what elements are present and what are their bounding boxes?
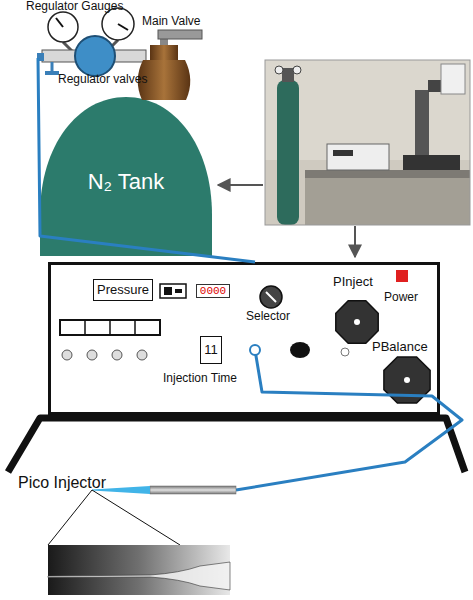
injector-box: Pico InjectorPressure000011 (48, 262, 440, 415)
pressure-display: Pressure (93, 279, 153, 301)
control-label: Injection Time (163, 372, 237, 386)
pinject-knob (336, 301, 378, 343)
photo-tank (277, 80, 299, 225)
pointer-arrow (218, 184, 263, 186)
photo-frame (265, 60, 470, 225)
photo-bench-front (305, 178, 470, 225)
needle-tip (92, 486, 150, 494)
pbalance-knob (384, 357, 430, 403)
photo-injector (327, 144, 389, 170)
injector-stand (8, 418, 465, 472)
power-light (396, 270, 408, 282)
output-hose (236, 350, 462, 490)
knob-center (404, 377, 410, 383)
photo-equipment (441, 64, 465, 94)
part-label: Regulator Gauges (26, 0, 123, 14)
photo-microscope (415, 90, 429, 170)
regulator-valve (45, 71, 59, 75)
button-bar (60, 320, 160, 335)
node-label: Pico Injector (18, 474, 106, 492)
bar-divider (84, 320, 86, 335)
panel-button (137, 350, 147, 360)
photo-microscope (428, 80, 455, 92)
node-label: 0000 (200, 285, 226, 297)
node-label: N₂ Tank (38, 170, 214, 194)
pointer-arrow (354, 226, 356, 257)
gas-hose (38, 58, 255, 262)
node-label: Pressure (97, 283, 149, 297)
micrograph-needle (48, 562, 230, 590)
node-label: 11 (204, 343, 218, 357)
part-label: Main Valve (142, 15, 200, 29)
photo-gauge (275, 66, 283, 74)
main-valve-handle (158, 30, 202, 39)
photo-wall (265, 60, 470, 160)
panel-button (62, 350, 72, 360)
zoom-line (48, 490, 92, 545)
photo-valve (282, 68, 294, 82)
lab-photo (265, 60, 470, 225)
control-label: PInject (333, 275, 373, 290)
photo-background (265, 60, 470, 225)
needle-micrograph (48, 545, 230, 595)
regulator-valve (51, 62, 54, 72)
toggle-switch (160, 284, 186, 298)
output-port (250, 345, 260, 355)
pressure-gauge (48, 12, 78, 42)
photo-bench (305, 170, 470, 178)
panel-button (87, 350, 97, 360)
gauge-needle (118, 24, 128, 30)
knob-indicator (266, 292, 276, 302)
bar-divider (109, 320, 111, 335)
photo-gauge (293, 66, 301, 74)
control-label: Selector (246, 310, 290, 324)
valve-neck (150, 45, 178, 63)
switch-part (164, 287, 172, 295)
needle-holder (150, 486, 236, 494)
control-label: PBalance (372, 340, 428, 355)
part-label: Regulator valves (58, 73, 147, 87)
gauge-stem (108, 40, 118, 50)
counter-display: 0000 (196, 284, 230, 298)
hose-fitting (37, 53, 44, 61)
panel-light (341, 348, 349, 356)
selector-knob (260, 286, 282, 308)
knob-center (354, 319, 360, 325)
gauge-stem (63, 42, 72, 51)
photo-microscope (403, 155, 460, 170)
valve-stem (160, 38, 168, 48)
time-display: 11 (200, 336, 222, 364)
panel-button (290, 342, 310, 358)
zoom-line (92, 490, 180, 545)
control-label: Power (384, 291, 418, 305)
regulator-bar (42, 50, 146, 62)
bar-divider (134, 320, 136, 335)
panel-button (112, 350, 122, 360)
photo-display (333, 150, 353, 156)
regulator-body (75, 36, 115, 76)
gauge-needle (56, 18, 63, 27)
switch-part (175, 289, 182, 293)
